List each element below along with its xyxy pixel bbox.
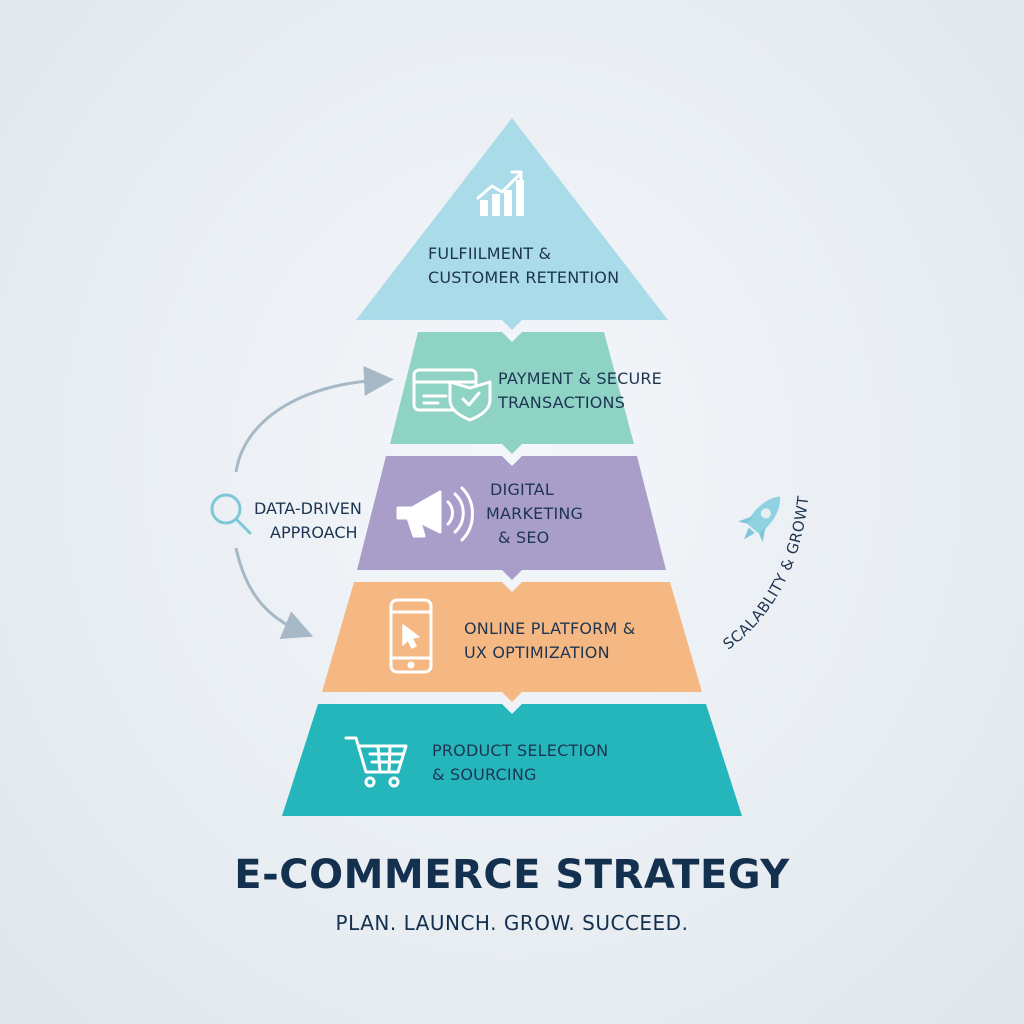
pyramid-level-top <box>356 118 668 330</box>
level-label-marketing: DIGITAL MARKETING & SEO <box>486 478 584 550</box>
level-label-fulfillment: FULFIILMENT & CUSTOMER RETENTION <box>428 242 619 290</box>
level-label-product: PRODUCT SELECTION & SOURCING <box>432 739 608 787</box>
level-label-line: PRODUCT SELECTION <box>432 741 609 760</box>
page-title: E-COMMERCE STRATEGY <box>234 852 790 898</box>
pyramid-level-payment <box>390 332 634 454</box>
level-label-line: & SOURCING <box>432 765 537 784</box>
level-label-line: FULFIILMENT & <box>428 244 552 263</box>
level-label-line: ONLINE PLATFORM & <box>464 619 636 638</box>
data-driven-line: APPROACH <box>270 523 358 542</box>
level-label-platform: ONLINE PLATFORM & UX OPTIMIZATION <box>464 617 635 665</box>
level-label-line: CUSTOMER RETENTION <box>428 268 620 287</box>
smartphone-cursor-icon <box>389 598 433 674</box>
pyramid-level-marketing <box>357 456 666 580</box>
shopping-cart-icon <box>344 736 408 788</box>
level-label-payment: PAYMENT & SECURE TRANSACTIONS <box>498 367 662 415</box>
level-label-line: DIGITAL <box>490 480 554 499</box>
credit-card-shield-icon <box>412 368 492 422</box>
pyramid-level-product <box>282 704 742 816</box>
megaphone-icon <box>396 486 474 542</box>
data-driven-label: DATA-DRIVEN APPROACH <box>254 497 362 545</box>
level-label-line: & SEO <box>498 528 550 547</box>
rocket-icon <box>738 496 781 543</box>
page-subtitle: PLAN. LAUNCH. GROW. SUCCEED. <box>335 911 689 935</box>
level-label-line: MARKETING <box>486 504 584 523</box>
growth-chart-icon <box>476 170 524 216</box>
cycle-arrow-bottom <box>234 547 314 640</box>
level-label-line: TRANSACTIONS <box>498 393 626 412</box>
magnifier-icon <box>210 493 252 535</box>
data-driven-line: DATA-DRIVEN <box>254 499 362 518</box>
level-label-line: PAYMENT & SECURE <box>498 369 662 388</box>
cycle-arrow-top <box>234 365 394 473</box>
level-label-line: UX OPTIMIZATION <box>464 643 610 662</box>
